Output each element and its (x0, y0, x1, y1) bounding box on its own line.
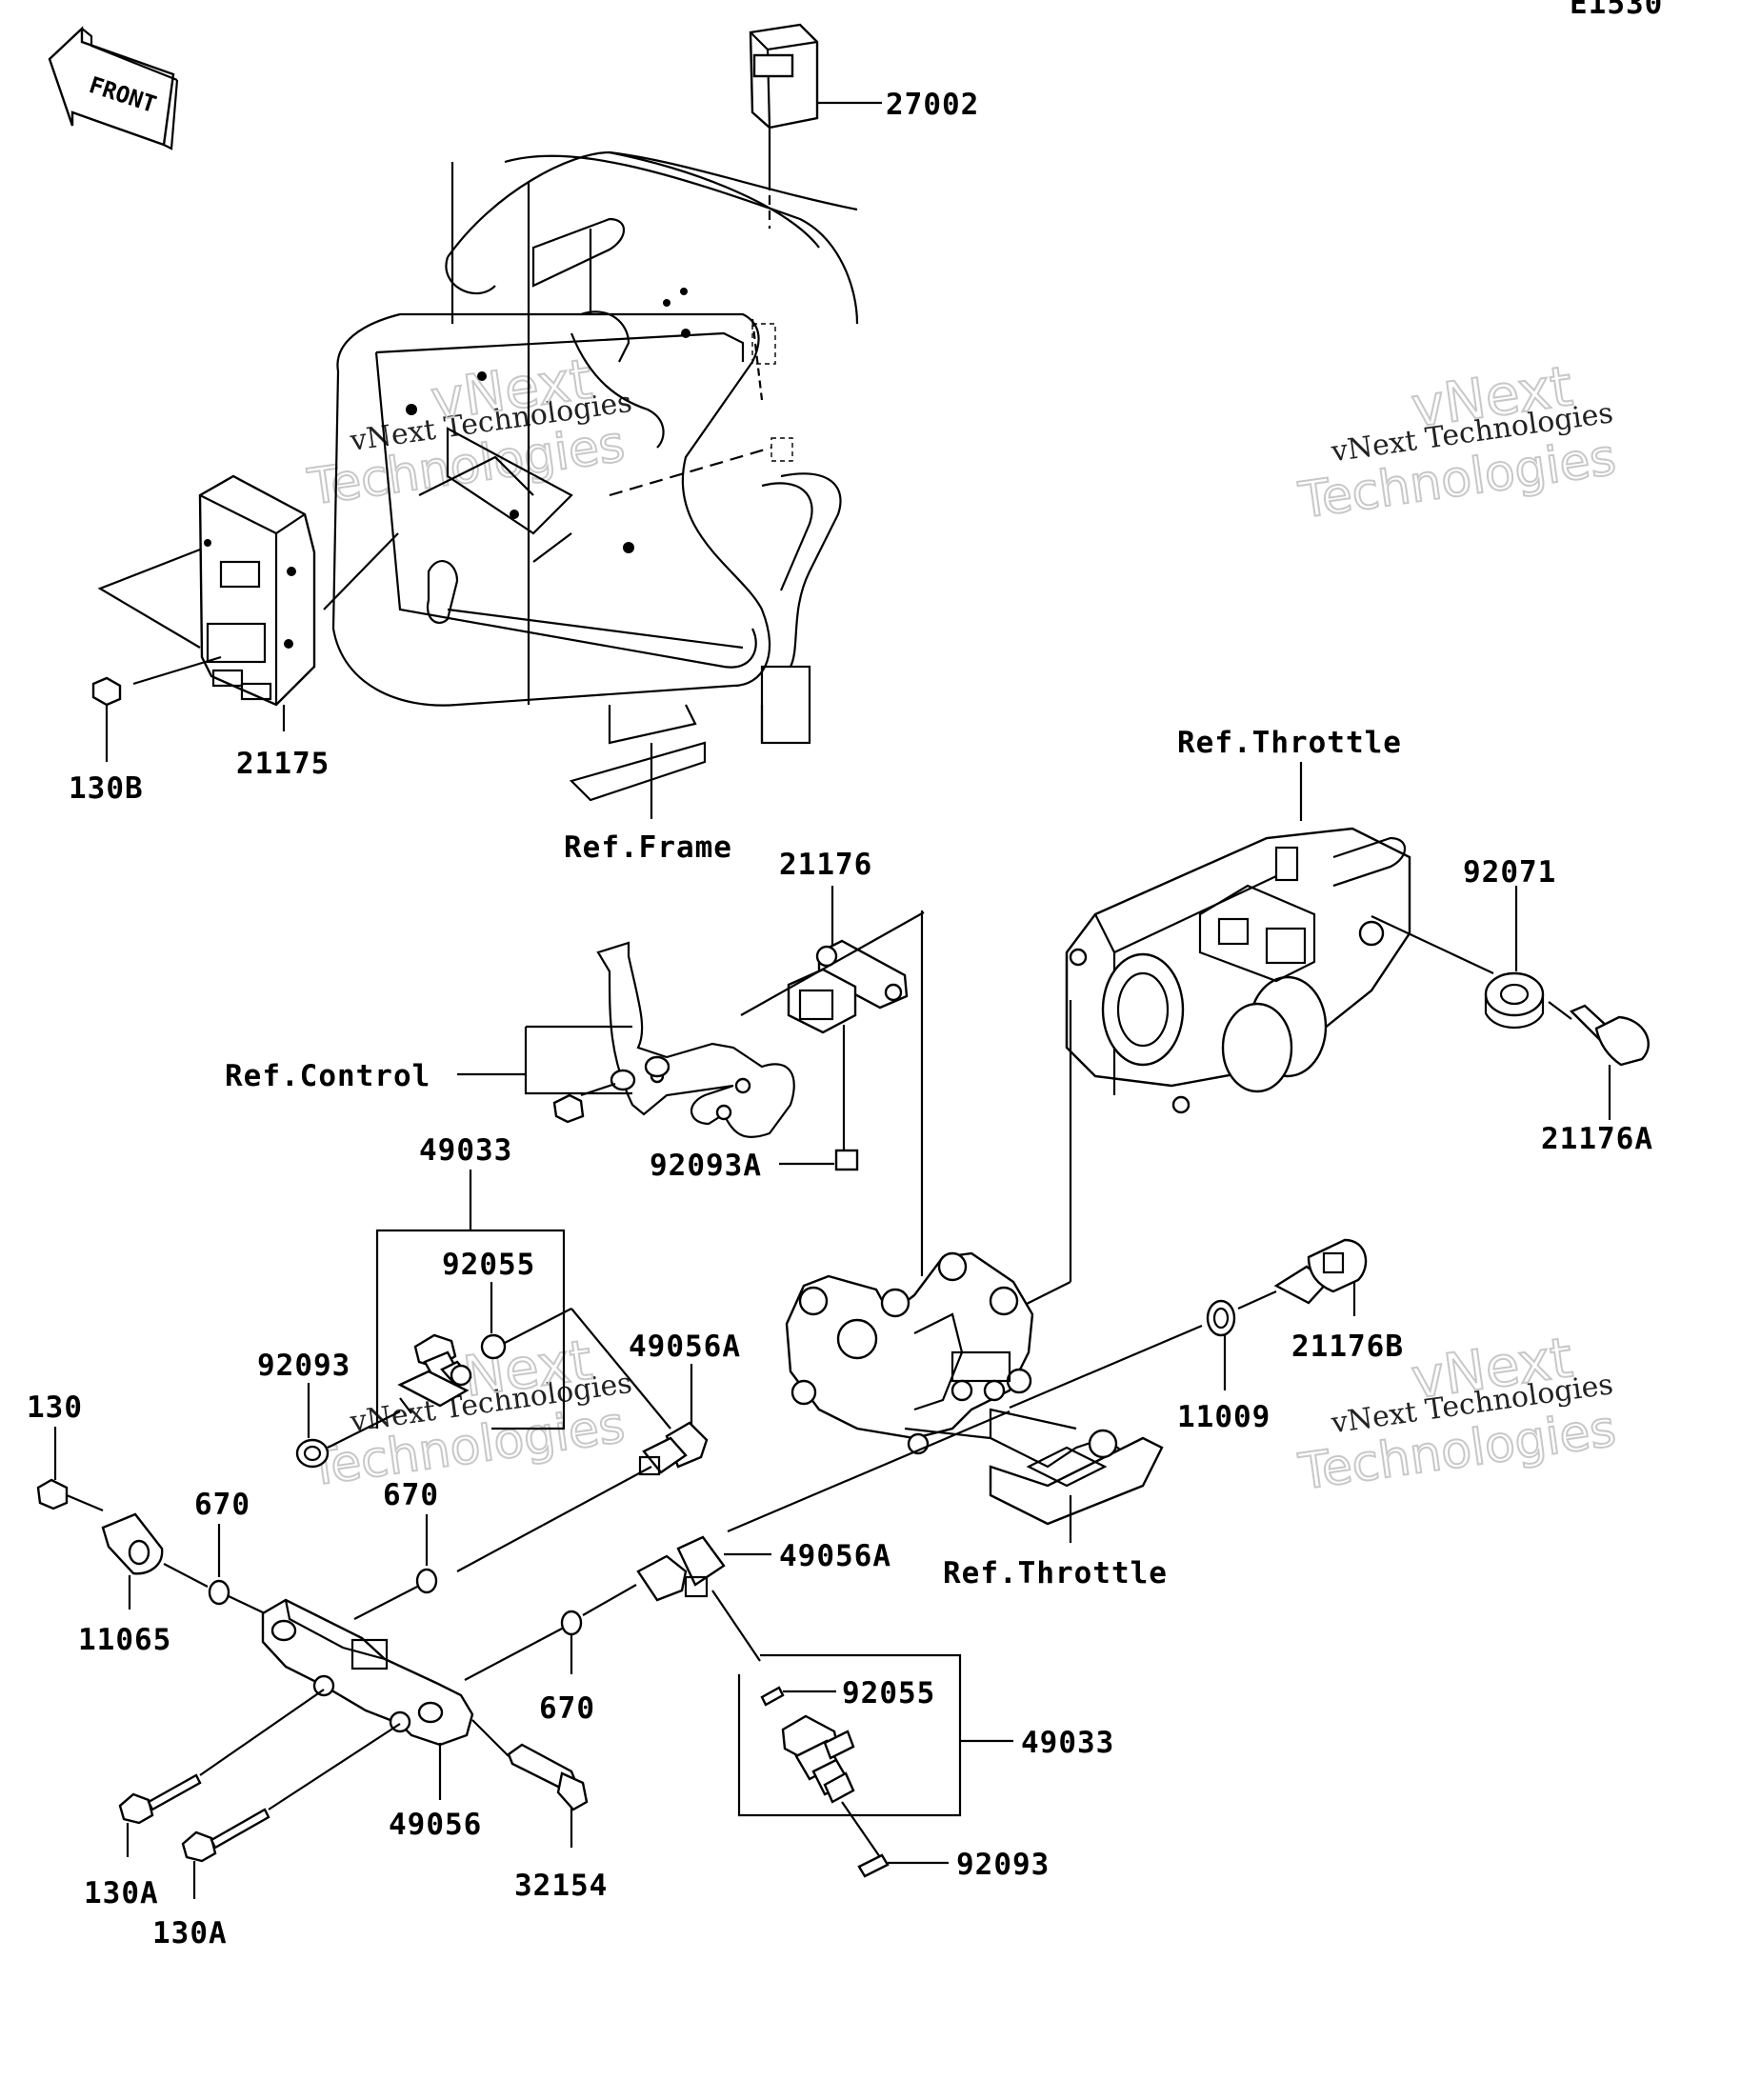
part-11065-bracket (101, 1512, 164, 1575)
leader-92093-link (327, 1410, 401, 1449)
callout-49033-bottom: 49033 (1021, 1726, 1114, 1760)
callout-92093a: 92093A (650, 1149, 762, 1183)
callout-11065: 11065 (78, 1623, 171, 1657)
callout-49056a-top: 49056A (629, 1330, 741, 1364)
part-21176-sensor (787, 939, 909, 1034)
callout-11009: 11009 (1177, 1400, 1271, 1434)
part-11009-oring (1206, 1299, 1236, 1337)
callout-92071: 92071 (1463, 855, 1556, 890)
callout-92093-bottom: 92093 (956, 1848, 1050, 1882)
callout-130a-b: 130A (152, 1916, 228, 1950)
part-92093-seal-left (295, 1438, 330, 1469)
callout-ref-throttle-bottom: Ref.Throttle (943, 1556, 1168, 1590)
part-49056a-mid-fitting (636, 1535, 726, 1602)
part-130-bolt (36, 1478, 104, 1512)
part-92093-bottom-seal (857, 1853, 890, 1878)
leader-49033-bottom-bracket (737, 1653, 962, 1817)
callout-130: 130 (27, 1390, 83, 1425)
watermark-right-top: vNext Technologies vNext Technologies (1294, 352, 1620, 530)
part-92093a-clip (834, 1149, 859, 1171)
leader-130a-b-link (268, 1723, 401, 1810)
callout-21176: 21176 (779, 848, 872, 882)
front-arrow-icon: FRONT (48, 26, 179, 150)
part-21175-ecu (198, 474, 316, 707)
part-32154-pipe (507, 1743, 589, 1811)
leader-control-bracket (524, 1027, 632, 1095)
callout-ref-throttle-top: Ref.Throttle (1177, 726, 1402, 760)
part-27002-relay (749, 23, 819, 229)
callout-670-c: 670 (539, 1691, 595, 1726)
callout-49056: 49056 (389, 1808, 482, 1842)
callout-670-a: 670 (194, 1488, 250, 1522)
callout-32154: 32154 (514, 1869, 608, 1903)
leader-21175-bracket (97, 548, 201, 649)
leader-130a-a-link (199, 1689, 325, 1776)
part-49033-injector-top (397, 1333, 472, 1414)
callout-27002: 27002 (886, 88, 979, 122)
part-49033-injector-bottom (781, 1714, 855, 1804)
diagram-id: E1530 (1570, 0, 1663, 21)
callout-49056a-mid: 49056A (779, 1539, 891, 1573)
leader-throttle-manifold-b (1024, 1281, 1071, 1306)
leader-670-a-link (228, 1595, 266, 1614)
part-670-oring-a (208, 1579, 230, 1606)
callout-92055-bottom: 92055 (842, 1676, 935, 1710)
frame-ref (323, 150, 859, 819)
part-92055-bottom-oring (760, 1686, 785, 1707)
leader-injector-bottom-link (711, 1590, 761, 1662)
leader-670-b-top (456, 1466, 652, 1572)
leader-670-c-link (464, 1628, 563, 1681)
part-92055-top-oring (480, 1333, 507, 1360)
callout-130a-a: 130A (84, 1876, 159, 1910)
leader-49033-top-bracket (375, 1229, 566, 1430)
part-130a-bolt-a (118, 1773, 202, 1825)
part-21176b-sensor (1237, 1238, 1368, 1310)
part-670-oring-c (560, 1610, 583, 1636)
leader-670-b-link (353, 1586, 418, 1620)
throttle-body-ref (1065, 827, 1411, 1114)
callout-ref-control: Ref.Control (225, 1059, 430, 1093)
part-49056a-top-fitting (638, 1421, 709, 1476)
callout-21176b: 21176B (1291, 1330, 1404, 1364)
leader-11065-link (163, 1563, 209, 1588)
leader-92093-bottom-link (841, 1801, 881, 1858)
part-670-oring-b (415, 1568, 438, 1594)
intake-manifold-ref (785, 1251, 1164, 1526)
callout-21176a: 21176A (1541, 1122, 1653, 1156)
part-49056-fuel-rail (261, 1598, 474, 1747)
callout-92093-left: 92093 (257, 1349, 350, 1383)
callout-130b: 130B (69, 771, 144, 806)
leader-670-c-link-b (582, 1584, 637, 1616)
leader-injector-link (504, 1308, 572, 1344)
callout-92055-top: 92055 (442, 1248, 535, 1282)
callout-49033-top: 49033 (419, 1133, 512, 1168)
control-bracket-ref (596, 911, 925, 1138)
part-92071-grommet (1484, 971, 1545, 1030)
leader-130b (132, 655, 222, 686)
leader-injector-link-b (570, 1308, 671, 1430)
callout-21175: 21175 (236, 747, 330, 781)
leader-49056a-mid-link (727, 1410, 1011, 1533)
leader-32154-link (471, 1719, 510, 1757)
part-21176a-sensor (1548, 1001, 1650, 1067)
part-130a-bolt-b (181, 1808, 270, 1863)
part-control-washers (552, 1055, 670, 1124)
leader-11009-link (1009, 1324, 1203, 1410)
callout-ref-frame: Ref.Frame (564, 830, 732, 865)
leader-92071-link (1371, 915, 1494, 974)
callout-670-b: 670 (383, 1478, 439, 1512)
part-130b-bolt (91, 676, 122, 729)
